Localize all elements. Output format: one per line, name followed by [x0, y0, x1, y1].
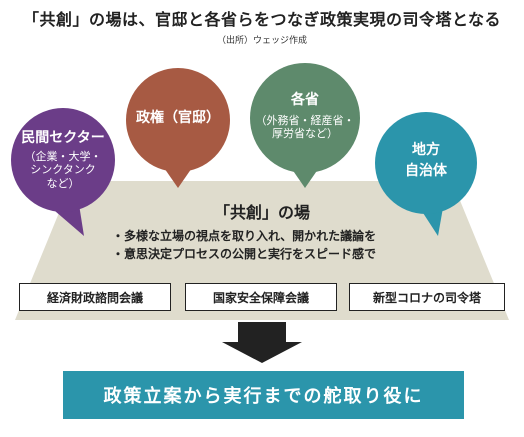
bubble-cabinet: [126, 68, 230, 188]
center-title: 「共創」の場: [213, 203, 310, 222]
bubble-sub-line: 厚労省など）: [272, 127, 338, 141]
bubble-title: 地方: [412, 142, 440, 158]
bubble-sub-line: （企業・大学・: [24, 149, 102, 163]
bullet-item: ・多様な立場の視点を取り入れ、開かれた議論を: [112, 229, 377, 243]
bubble-private-sector: [11, 108, 115, 236]
bubble-sub-line: （外務省・経産省・: [255, 113, 355, 127]
bubble-private-sector-label: 民間セクター （企業・大学・ シンクタンク など）: [13, 130, 113, 191]
banner-label: 政策立案から実行までの舵取り役に: [103, 386, 424, 407]
bubble-ministries: [250, 63, 360, 188]
council-covid-command: 新型コロナの司令塔: [349, 283, 505, 311]
bubble-title: 政権（官邸）: [136, 110, 220, 126]
result-banner: [63, 371, 464, 419]
bubble-local-gov: [375, 112, 477, 236]
bubble-sub-line: など）: [46, 177, 80, 190]
bubble-cabinet-label: 政権（官邸）: [122, 110, 234, 128]
bubble-circle: [250, 63, 360, 173]
bubble-circle: [126, 68, 230, 172]
council-national-security: 国家安全保障会議: [185, 283, 337, 311]
bubble-title: 民間セクター: [21, 130, 105, 146]
council-economic-fiscal: 経済財政諮問会議: [19, 283, 171, 311]
bubble-local-gov-label: 地方 自治体: [376, 142, 476, 180]
bubble-circle: [11, 108, 115, 212]
center-bullets: ・多様な立場の視点を取り入れ、開かれた議論を ・意思決定プロセスの公開と実行をス…: [112, 227, 376, 263]
bullet-item: ・意思決定プロセスの公開と実行をスピード感で: [112, 247, 377, 261]
bubble-circle: [375, 112, 477, 214]
bubble-title: 各省: [291, 92, 319, 108]
bubble-ministries-label: 各省 （外務省・経産省・ 厚労省など）: [250, 92, 360, 141]
bubble-title-line2: 自治体: [405, 162, 447, 179]
page-title: 「共創」の場は、官邸と各省らをつなぎ政策実現の司令塔となる: [22, 10, 502, 29]
bubble-sub-line: シンクタンク: [30, 163, 96, 177]
source-note: （出所）ウェッジ作成: [216, 36, 307, 46]
down-arrow-icon: [222, 322, 302, 363]
